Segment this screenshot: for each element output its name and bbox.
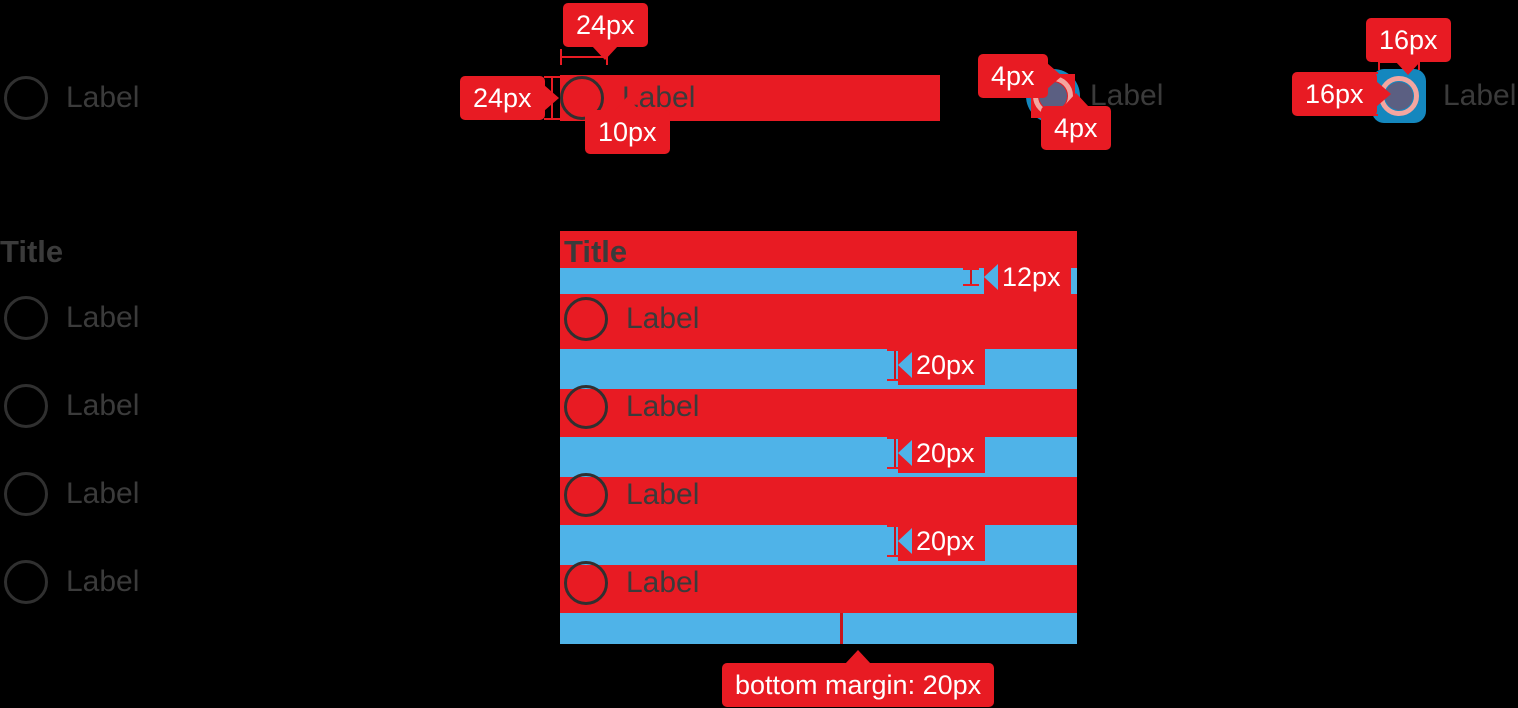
spec-group: Title Label Label Label Label [560,231,1077,644]
radio-unselected-icon [560,76,604,120]
measure-rule-20px-1 [887,349,903,381]
list-item[interactable]: Label [560,377,1077,437]
measure-rule-12px [963,268,979,286]
list-item[interactable] [4,296,48,340]
radio-unselected-icon [4,560,48,604]
list-item-label: Label [66,301,140,334]
spec-group-title: Title [564,234,628,269]
spacing-band-1 [560,349,1077,389]
list-item[interactable]: Label [560,465,1077,525]
callout-12px: 12px [984,257,1071,297]
list-item-label: Label [626,478,700,511]
radio-label-plain: Label [66,81,140,114]
callout-gap-10px: 10px [585,110,670,154]
callout-bottom-margin: bottom margin: 20px [722,663,995,707]
list-item-label: Label [626,390,700,423]
list-item[interactable]: Label [560,289,1077,349]
radio-unselected-icon [564,561,608,605]
spacing-band-3 [560,525,1077,565]
callout-20px-1: 20px [898,345,985,385]
radio-unselected-measured[interactable] [560,76,604,120]
list-item-label: Label [66,477,140,510]
list-item[interactable]: Label [560,553,1077,613]
radio-unselected-icon [4,296,48,340]
callout-inner-4px-left: 4px [978,54,1048,98]
callout-width-16px: 16px [1366,18,1451,62]
list-item-label: Label [66,565,140,598]
measure-rule-20px-2 [887,437,903,469]
list-item-label: Label [626,566,700,599]
radio-label-16px: Label [1443,79,1517,112]
radio-unselected-icon [564,297,608,341]
callout-20px-2: 20px [898,433,985,473]
radio-unselected-icon [564,385,608,429]
radio-unselected-icon [4,472,48,516]
spacing-band-bottom-margin [560,613,1077,644]
measure-rule-20px-3 [887,525,903,557]
radio-unselected-icon [564,473,608,517]
list-item[interactable] [4,560,48,604]
callout-diameter-24px: 24px [563,3,648,47]
callout-height-24px: 24px [460,76,545,120]
list-item[interactable] [4,384,48,428]
callout-20px-3: 20px [898,521,985,561]
radio-unselected-plain[interactable] [4,76,48,120]
spacing-band-2 [560,437,1077,477]
radio-unselected-icon [4,384,48,428]
list-item-label: Label [66,389,140,422]
radio-unselected-icon [4,76,48,120]
callout-inner-4px-bottom: 4px [1041,106,1111,150]
list-item[interactable] [4,472,48,516]
list-item-label: Label [626,302,700,335]
left-group-title: Title [0,234,64,269]
callout-height-16px: 16px [1292,72,1377,116]
measure-rule-bottom-margin [840,613,843,644]
